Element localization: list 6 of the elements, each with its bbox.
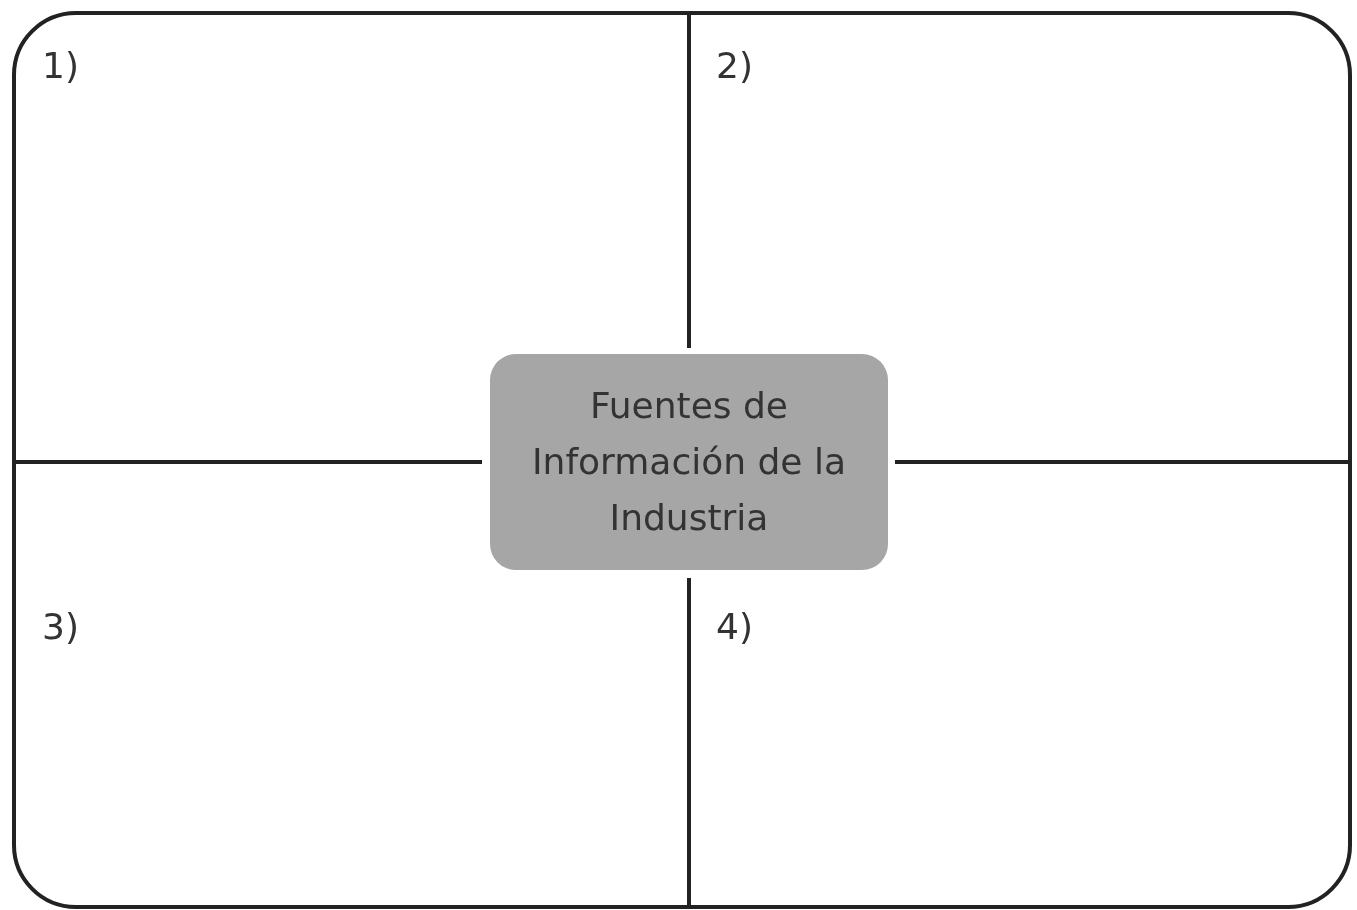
quadrant-number: 3) — [42, 606, 79, 647]
topic-text: Fuentes de Información de la Industria — [531, 384, 847, 540]
topic-box — [490, 354, 888, 570]
quadrant-number: 4) — [716, 606, 753, 647]
quadrant-number: 2) — [716, 45, 753, 86]
quadrant-number: 1) — [42, 45, 79, 86]
